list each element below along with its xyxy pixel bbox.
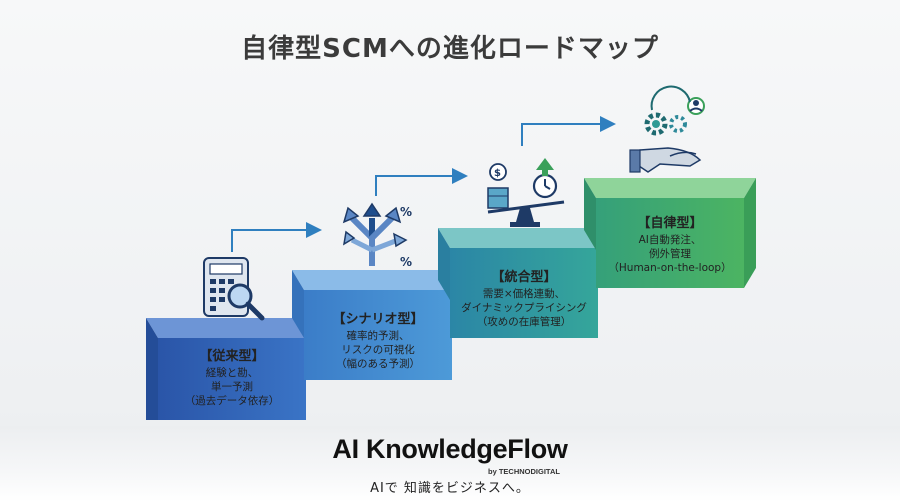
brand-subtitle: by TECHNODIGITAL xyxy=(488,467,560,476)
stage-4-heading: 【自律型】 xyxy=(637,216,703,231)
scale-balance-icon xyxy=(487,158,565,227)
stage-2-line-2: リスクの可視化 xyxy=(341,344,415,356)
stage-3-line-1: 需要×価格連動、 xyxy=(482,288,566,300)
step-3-block xyxy=(438,178,610,338)
percent-symbol-1: % xyxy=(400,205,412,219)
calculator-magnifier-icon xyxy=(203,257,265,321)
stage-1-label: 【従来型】 経験と勘、 単一予測 （過去データ依存） xyxy=(158,345,306,408)
branching-arrows-icon xyxy=(342,202,408,266)
stage-1-line-3: （過去データ依存） xyxy=(184,395,280,407)
stage-4-line-1: AI自動発注、 xyxy=(638,234,702,246)
stage-3-heading: 【統合型】 xyxy=(491,270,557,285)
stage-3-label: 【統合型】 需要×価格連動、 ダイナミックプライシング （攻めの在庫管理） xyxy=(448,266,600,329)
stage-2-heading: 【シナリオ型】 xyxy=(332,312,424,327)
stage-3-line-3: （攻めの在庫管理） xyxy=(476,316,572,328)
stage-1-line-1: 経験と勘、 xyxy=(205,367,259,379)
page-title: 自律型SCMへの進化ロードマップ xyxy=(241,34,659,64)
arrow-3-to-4 xyxy=(521,116,616,146)
stage-1-line-2: 単一予測 xyxy=(211,381,253,393)
arrow-2-to-3 xyxy=(375,168,468,196)
stage-4-label: 【自律型】 AI自動発注、 例外管理 （Human-on-the-loop） xyxy=(596,212,744,275)
brand-logo: AI KnowledgeFlow xyxy=(332,434,568,464)
robot-hand-gears-icon xyxy=(629,85,705,173)
stage-3-line-2: ダイナミックプライシング xyxy=(461,302,587,314)
footer-band xyxy=(0,426,900,502)
stage-2-line-3: （幅のある予測） xyxy=(336,358,420,370)
dollar-symbol: $ xyxy=(494,168,501,179)
arrow-1-to-2 xyxy=(231,222,322,252)
stage-1-heading: 【従来型】 xyxy=(199,349,265,364)
stage-2-label: 【シナリオ型】 確率的予測、 リスクの可視化 （幅のある予測） xyxy=(304,308,452,371)
tagline: AIで 知識をビジネスへ。 xyxy=(370,481,530,496)
stage-2-line-1: 確率的予測、 xyxy=(346,330,410,342)
step-4-block xyxy=(584,178,756,288)
stage-4-line-2: 例外管理 xyxy=(649,248,691,260)
stage-4-line-3: （Human-on-the-loop） xyxy=(608,262,732,274)
percent-symbol-2: % xyxy=(400,255,412,269)
